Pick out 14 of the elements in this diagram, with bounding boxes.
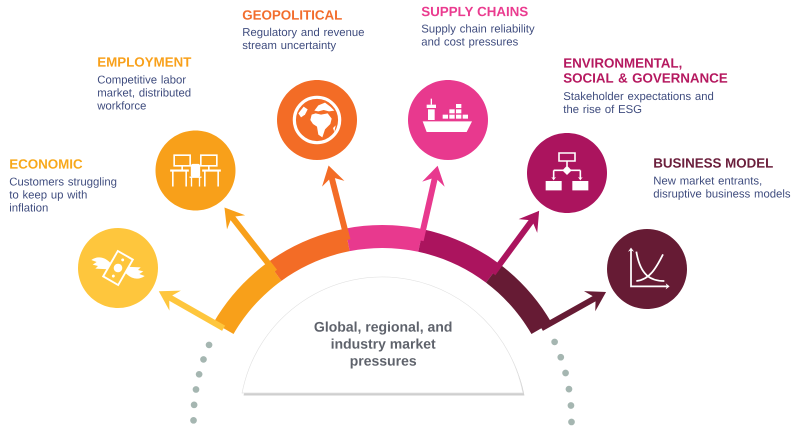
description: New market entrants, disruptive business models [654, 176, 790, 200]
category-heading: EMPLOYMENT [98, 57, 192, 67]
category-heading: GEOPOLITICAL [242, 10, 342, 20]
semicircle-panel: Global, regional, and industry market pressures [242, 276, 524, 396]
description: Customers struggling to keep up with inflation [9, 177, 116, 212]
arc-band [214, 225, 552, 334]
category-heading: ENVIRONMENTAL, SOCIAL & GOVERNANCE [564, 58, 728, 83]
category-heading: BUSINESS MODEL [654, 158, 773, 168]
description: Competitive labor market, distributed workforce [97, 75, 190, 110]
category-heading: ECONOMIC [10, 159, 82, 169]
category-heading: SUPPLY CHAINS [422, 6, 528, 16]
description: Regulatory and revenue stream uncertainty [242, 28, 364, 52]
description: Stakeholder expectations and the rise of ESG [563, 92, 714, 114]
description: Supply chain reliability and cost pressures [422, 24, 535, 48]
